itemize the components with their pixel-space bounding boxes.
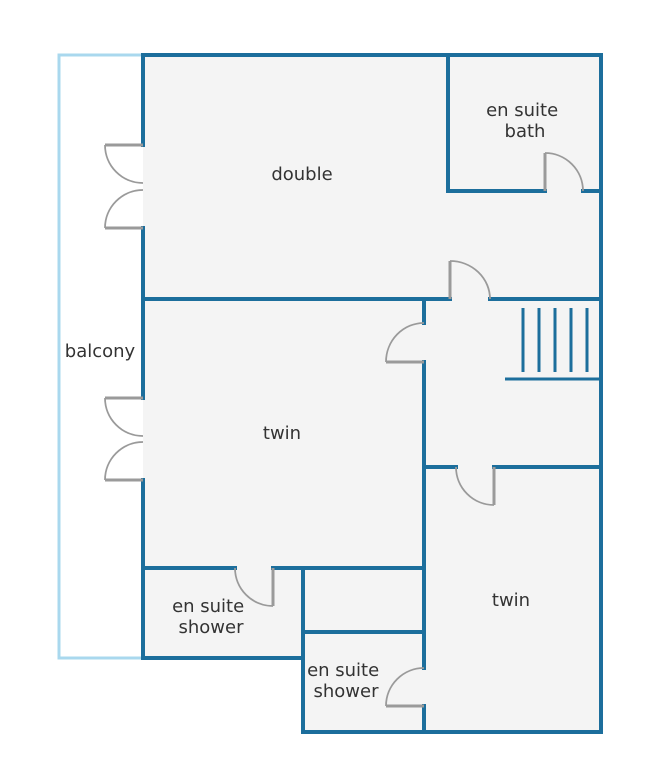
door-icon bbox=[385, 667, 425, 708]
walls bbox=[141, 53, 603, 734]
room-label-en-suite-bath: en suite bath bbox=[486, 100, 564, 142]
room-label-double: double bbox=[271, 164, 332, 185]
door-icon bbox=[543, 152, 584, 192]
door-icon bbox=[455, 466, 496, 506]
door-icon bbox=[448, 260, 491, 300]
room-label-balcony: balcony bbox=[65, 341, 136, 362]
door-icon bbox=[104, 396, 144, 482]
stairs-icon bbox=[505, 308, 601, 381]
balcony-outline bbox=[57, 53, 143, 660]
room-label-en-suite-shower-left: en suite shower bbox=[172, 596, 250, 638]
door-icon bbox=[234, 567, 275, 607]
room-label-twin-left: twin bbox=[263, 423, 301, 444]
room-label-en-suite-shower-bottom: en suite shower bbox=[307, 660, 385, 702]
floor-area bbox=[143, 55, 601, 732]
door-icon bbox=[385, 322, 425, 364]
door-icon bbox=[104, 143, 144, 230]
room-label-twin-right: twin bbox=[492, 590, 530, 611]
